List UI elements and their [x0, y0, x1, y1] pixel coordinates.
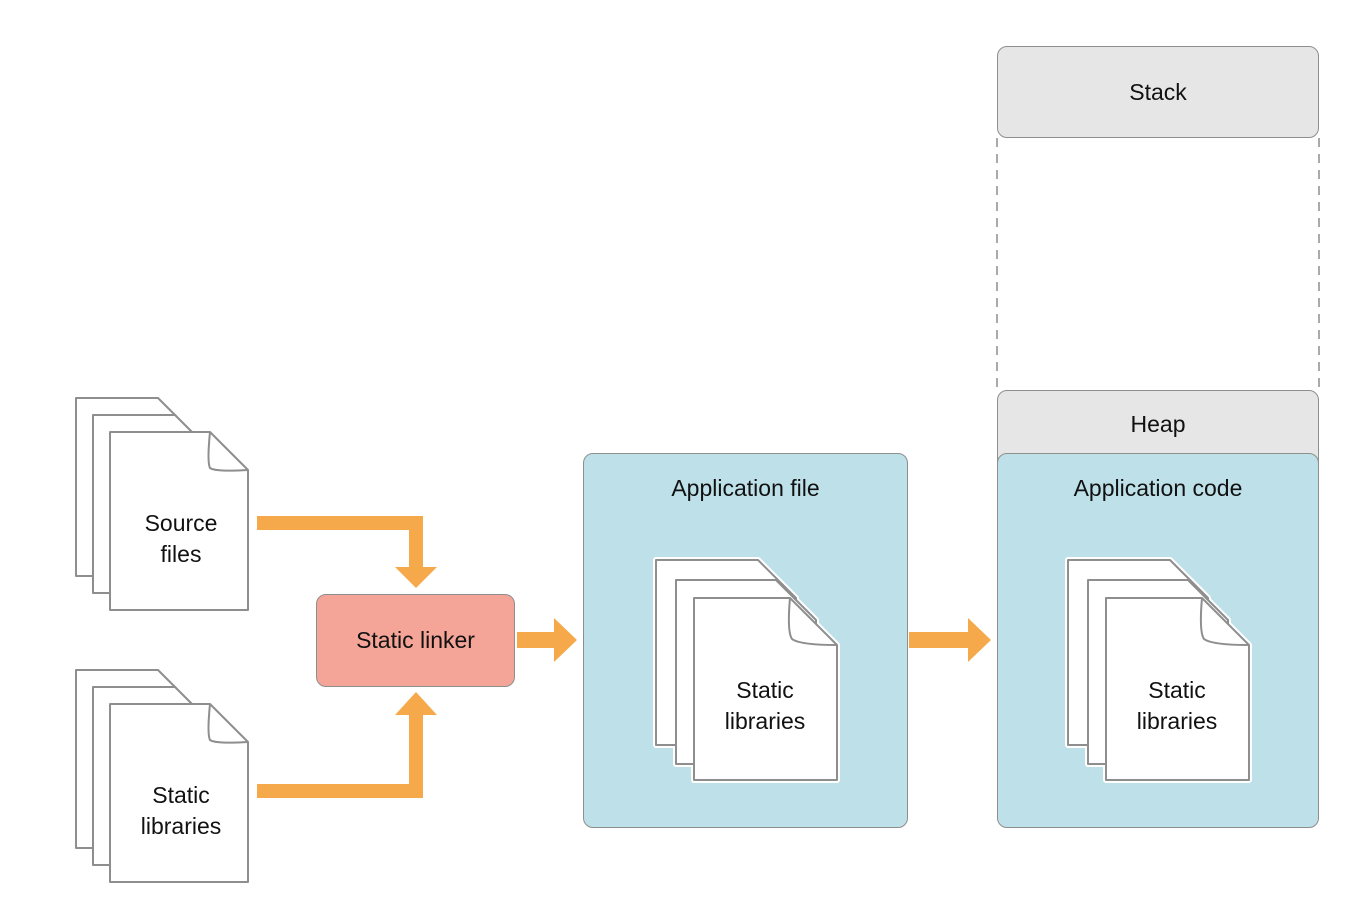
static-libraries-input-label: Static libraries: [140, 782, 222, 839]
static-libraries-input-icon: [75, 669, 249, 883]
application-code-libraries-icon: [1065, 557, 1252, 783]
application-file-libraries-label: Static libraries: [724, 677, 806, 734]
application-code-libraries-label: Static libraries: [1136, 677, 1218, 734]
heap-label: Heap: [1130, 411, 1186, 437]
application-file-libraries-icon: [653, 557, 840, 783]
arrow-source-to-linker: [257, 516, 437, 588]
static-linker-block: Static linker: [316, 594, 515, 687]
source-files-label: Source files: [144, 510, 218, 567]
stack-block: Stack: [997, 46, 1319, 138]
stack-label: Stack: [1129, 78, 1187, 105]
arrow-application-file-to-memory: [909, 618, 991, 662]
arrow-linker-to-application-file: [517, 618, 577, 662]
application-file-title: Application file: [671, 475, 820, 501]
arrow-libraries-to-linker: [257, 692, 437, 798]
application-code-title: Application code: [1073, 475, 1243, 501]
static-linker-label: Static linker: [356, 627, 475, 653]
source-files-icon: [75, 397, 249, 611]
